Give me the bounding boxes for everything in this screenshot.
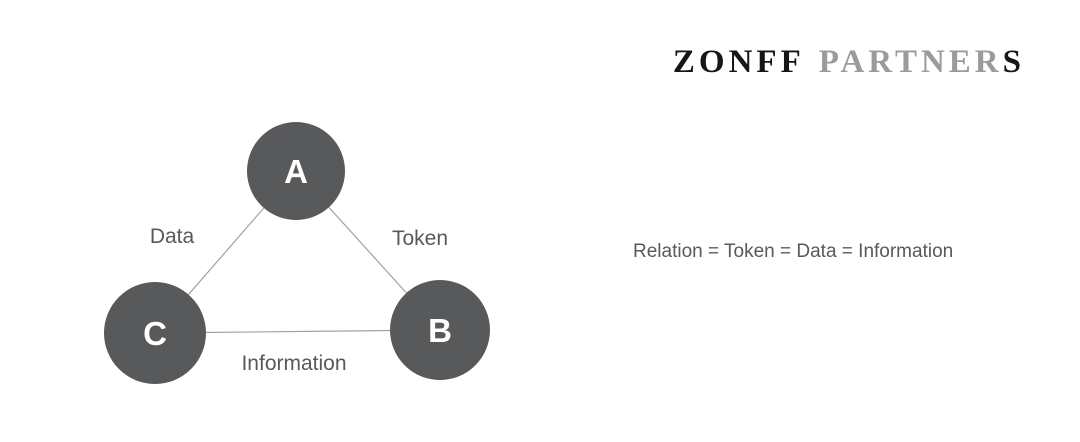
triangle-diagram: A B C Data Token Information [104, 122, 490, 384]
company-logo: ZONFF PARTNERS [673, 44, 1025, 81]
node-c-label: C [143, 315, 167, 352]
node-b-label: B [428, 312, 452, 349]
edge-label-data: Data [150, 225, 195, 248]
edge-label-token: Token [392, 227, 448, 250]
logo-letter-s: S [1002, 44, 1025, 80]
node-a-label: A [284, 153, 308, 190]
logo-word-zonff: ZONFF [672, 44, 805, 80]
node-c-circle [104, 282, 206, 384]
logo-word-partner: PARTNER [818, 44, 1003, 80]
edge-label-information: Information [241, 352, 346, 375]
caption-text: Relation = Token = Data = Information [633, 241, 954, 262]
node-b-circle [390, 280, 490, 380]
node-a-circle [247, 122, 345, 220]
